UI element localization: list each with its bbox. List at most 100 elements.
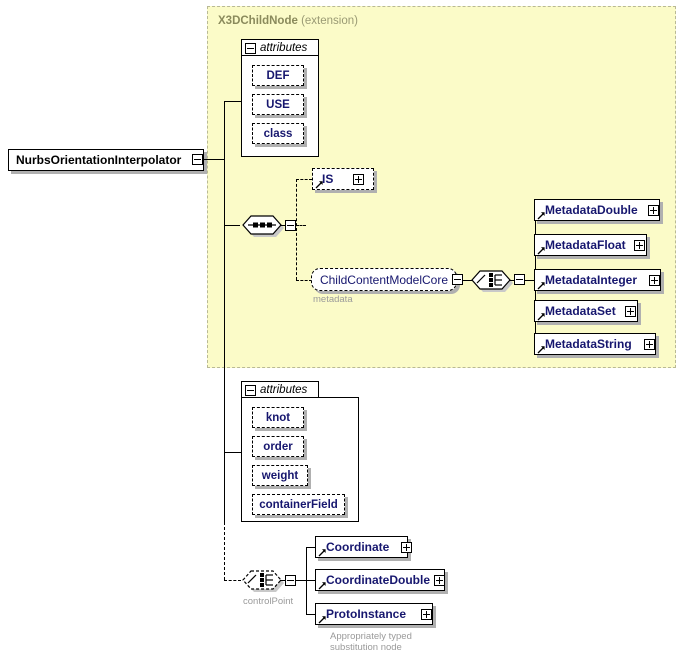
attribute-def-label: DEF (266, 69, 290, 82)
element-metadataset-reference-arrow (537, 313, 545, 321)
model-group-toggle[interactable] (452, 274, 463, 285)
attribute-def[interactable]: DEF (252, 65, 304, 86)
element-metadatadouble-label: MetadataDouble (545, 203, 638, 217)
connector-choice-to-bus (525, 280, 535, 281)
choice-compositor-metadata-toggle[interactable] (514, 274, 525, 285)
connector-trunk-upper (224, 101, 225, 522)
connector-branch-vertical (296, 179, 297, 280)
attribute-containerfield-label: containerField (259, 498, 338, 511)
attributes-group-1-header[interactable]: attributes (241, 39, 319, 56)
element-metadatainteger-toggle[interactable] (649, 275, 660, 286)
element-metadatafloat[interactable]: MetadataFloat (534, 234, 647, 256)
connector-bus-to-coordinatedouble (306, 580, 316, 581)
root-element-box[interactable]: NurbsOrientationInterpolator (8, 149, 204, 171)
connector-controlpoint-right (280, 580, 285, 581)
element-metadataset[interactable]: MetadataSet (534, 300, 638, 322)
attributes-group-2-header[interactable]: attributes (241, 381, 319, 398)
choice-compositor-metadata[interactable] (469, 268, 513, 293)
element-coordinate[interactable]: Coordinate (315, 536, 408, 558)
connector-controlpoint-stub (224, 580, 241, 581)
element-coordinate-label: Coordinate (326, 540, 390, 554)
attribute-order[interactable]: order (252, 436, 304, 457)
connector-bus-to-protoinstance (306, 614, 316, 615)
element-is-label: IS (322, 172, 334, 186)
attribute-weight-label: weight (261, 469, 299, 482)
element-metadatainteger[interactable]: MetadataInteger (534, 269, 661, 291)
element-metadatafloat-toggle[interactable] (634, 240, 645, 251)
attribute-use-label: USE (266, 98, 290, 111)
element-is[interactable]: IS (312, 168, 374, 190)
element-is-reference-arrow (315, 181, 323, 189)
protoinstance-annotation-line1: Appropriately typed (330, 631, 412, 642)
controlpoint-caption: controlPoint (243, 596, 294, 607)
connector-branch-to-is (296, 179, 312, 180)
connector-sequence-right (280, 225, 285, 226)
choice-compositor-controlpoint-toggle[interactable] (285, 575, 296, 586)
element-metadatadouble-toggle[interactable] (648, 205, 659, 216)
element-is-toggle[interactable] (353, 174, 364, 185)
root-element-toggle[interactable] (192, 154, 203, 165)
model-group-caption: metadata (313, 294, 353, 305)
sequence-compositor-toggle[interactable] (285, 220, 296, 231)
element-coordinatedouble[interactable]: CoordinateDouble (315, 569, 445, 591)
element-metadataset-label: MetadataSet (545, 304, 616, 318)
element-coordinatedouble-label: CoordinateDouble (326, 573, 430, 587)
element-metadatadouble[interactable]: MetadataDouble (534, 199, 660, 221)
element-protoinstance-toggle[interactable] (421, 609, 432, 620)
choice-compositor-controlpoint[interactable] (240, 568, 284, 593)
element-metadatafloat-reference-arrow (537, 247, 545, 255)
element-coordinate-toggle[interactable] (401, 542, 412, 553)
connector-trunk-to-controlpoint (224, 452, 225, 580)
connector-sequence-to-branch (296, 225, 306, 226)
element-protoinstance[interactable]: ProtoInstance (315, 603, 433, 625)
connector-bus-to-coordinate (306, 547, 316, 548)
connector-modelgroup-to-choice (463, 280, 472, 281)
connector-controlpoint-to-bus (296, 580, 306, 581)
attribute-weight[interactable]: weight (252, 465, 308, 486)
extension-region-title: X3DChildNode (extension) (218, 15, 358, 27)
attributes-group-2: attributes knot order weight containerFi… (241, 381, 359, 522)
protoinstance-annotation: Appropriately typed substitution node (330, 631, 412, 653)
attribute-knot[interactable]: knot (252, 407, 304, 428)
connector-trunk-to-attributes-2 (224, 452, 241, 453)
connector-trunk-to-sequence (224, 225, 240, 226)
element-metadatadouble-reference-arrow (537, 212, 545, 220)
element-coordinatedouble-toggle[interactable] (434, 575, 445, 586)
element-protoinstance-label: ProtoInstance (326, 607, 407, 621)
root-element-label: NurbsOrientationInterpolator (16, 153, 182, 167)
attribute-knot-label: knot (265, 411, 291, 424)
element-coordinate-reference-arrow (318, 549, 326, 557)
element-metadatainteger-label: MetadataInteger (545, 273, 638, 287)
extension-qualifier: (extension) (301, 15, 358, 27)
element-metadatastring-reference-arrow (537, 346, 545, 354)
element-coordinatedouble-reference-arrow (318, 582, 326, 590)
connector-root-to-trunk (203, 159, 224, 160)
attributes-group-1: attributes DEF USE class (241, 39, 319, 157)
element-metadataset-toggle[interactable] (625, 306, 636, 317)
connector-trunk-to-attributes-1 (224, 101, 241, 102)
element-metadatainteger-reference-arrow (537, 282, 545, 290)
choice-compositor-controlpoint-icon (242, 570, 284, 592)
attributes-group-1-toggle[interactable] (245, 42, 256, 54)
element-metadatastring[interactable]: MetadataString (534, 333, 656, 355)
model-group-childcontentmodelcore[interactable]: ChildContentModelCore (311, 268, 457, 291)
sequence-compositor-icon (242, 215, 284, 237)
attributes-group-2-title: attributes (260, 384, 308, 396)
attribute-use[interactable]: USE (252, 94, 304, 115)
element-metadatafloat-label: MetadataFloat (545, 238, 626, 252)
attributes-group-2-toggle[interactable] (245, 384, 256, 396)
attribute-containerfield[interactable]: containerField (252, 494, 345, 515)
connector-branch-to-modelgroup (296, 280, 312, 281)
attribute-class-label: class (263, 127, 293, 140)
element-protoinstance-reference-arrow (318, 616, 326, 624)
protoinstance-annotation-line2: substitution node (330, 642, 402, 653)
choice-compositor-icon (471, 270, 513, 292)
model-group-label: ChildContentModelCore (319, 272, 449, 287)
element-metadatastring-toggle[interactable] (644, 339, 655, 350)
connector-choice-right (509, 280, 514, 281)
extension-base-type: X3DChildNode (218, 15, 298, 27)
sequence-compositor[interactable] (240, 213, 284, 238)
attribute-class[interactable]: class (252, 123, 304, 144)
element-metadatastring-label: MetadataString (545, 337, 632, 351)
